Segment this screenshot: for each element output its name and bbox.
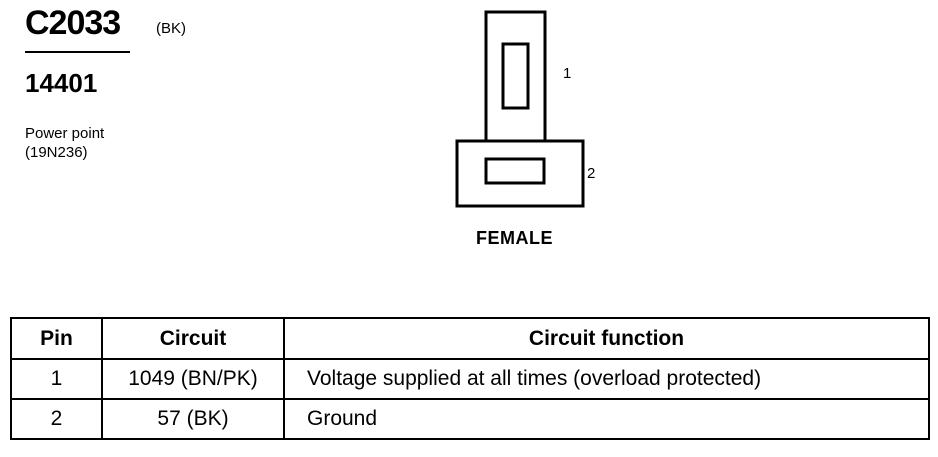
pin-1-cavity [501, 42, 530, 110]
part-number: 14401 [25, 68, 98, 98]
table-header-row: Pin Circuit Circuit function [10, 317, 930, 360]
connector-description: Power point (19N236) [25, 124, 104, 162]
connector-face-diagram: 1 2 [455, 10, 595, 208]
pin-1-label: 1 [563, 65, 571, 82]
connector-id: C2033 [25, 4, 121, 42]
pin-cell: 1 [10, 358, 103, 400]
title-underline [25, 51, 130, 53]
pin-2-cavity [484, 157, 546, 185]
pin-2-label: 2 [587, 165, 595, 182]
header-circuit-function: Circuit function [283, 317, 930, 360]
table-row: 1 1049 (BN/PK) Voltage supplied at all t… [10, 358, 930, 400]
table-row: 2 57 (BK) Ground [10, 398, 930, 440]
connector-color: (BK) [156, 20, 186, 37]
description-line-1: Power point [25, 125, 105, 142]
function-cell: Ground [283, 398, 930, 440]
circuit-cell: 57 (BK) [101, 398, 285, 440]
pin-cell: 2 [10, 398, 103, 440]
circuit-cell: 1049 (BN/PK) [101, 358, 285, 400]
description-line-2: (19N236) [25, 144, 88, 161]
header-pin: Pin [10, 317, 103, 360]
gender-label: FEMALE [476, 228, 553, 248]
header-circuit: Circuit [101, 317, 285, 360]
function-cell: Voltage supplied at all times (overload … [283, 358, 930, 400]
pin-table: Pin Circuit Circuit function 1 1049 (BN/… [10, 317, 930, 440]
